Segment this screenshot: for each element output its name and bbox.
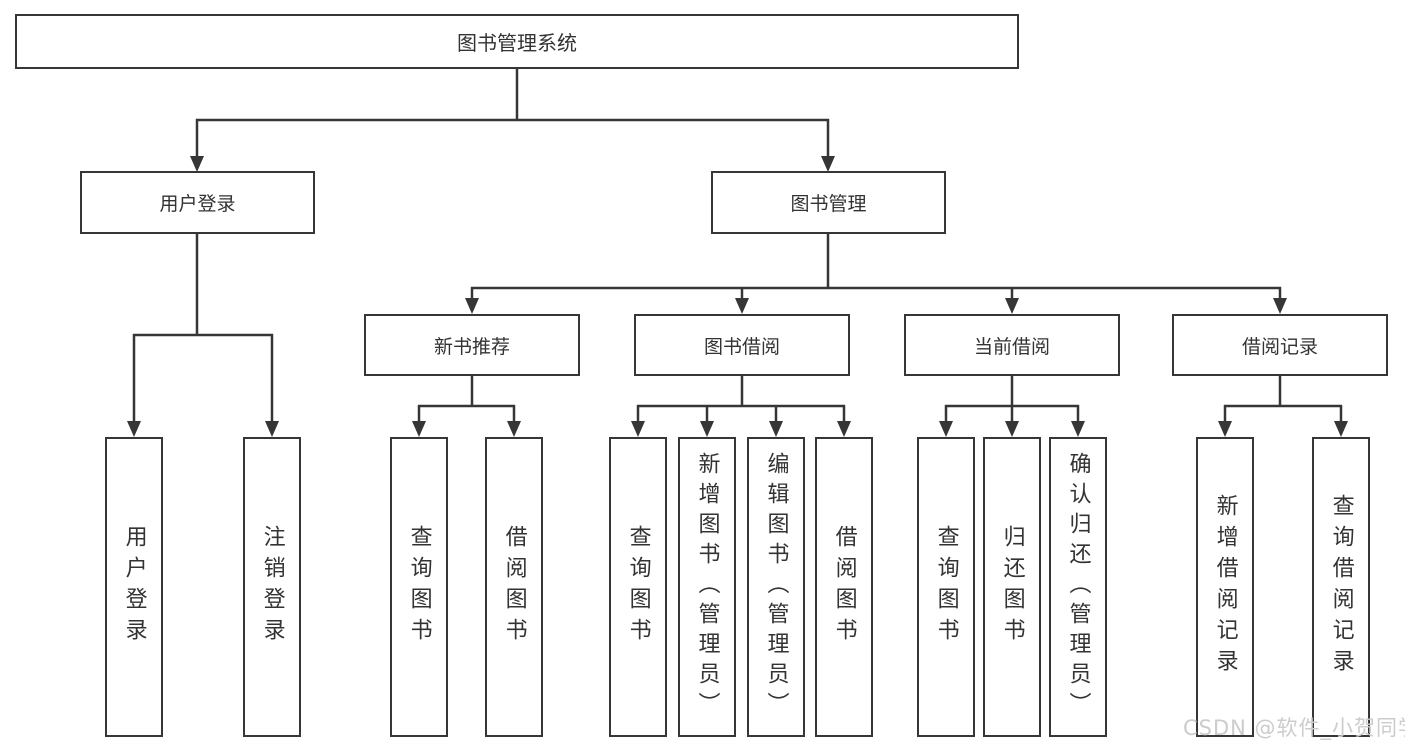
node-label: 确认归还（管理员） (1065, 452, 1091, 722)
node-label: 用户登录 (121, 525, 147, 649)
connector-user-login-children (127, 233, 279, 437)
connector-borrow-records-children (1218, 376, 1348, 437)
node-borrow-books-recommend: 借阅图书 (485, 437, 543, 737)
node-book-management: 图书管理 (711, 171, 946, 234)
connector-current-borrow-children (939, 376, 1085, 437)
node-return-book: 归还图书 (983, 437, 1041, 737)
node-label: 查询图书 (625, 525, 651, 649)
node-add-borrow-record: 新增借阅记录 (1196, 437, 1254, 737)
node-label: 编辑图书（管理员） (763, 452, 789, 722)
node-new-book-recommend: 新书推荐 (364, 314, 580, 376)
node-borrow-books-action: 借阅图书 (815, 437, 873, 737)
node-query-books-current: 查询图书 (917, 437, 975, 737)
node-book-borrow: 图书借阅 (634, 314, 850, 376)
node-label: 借阅记录 (1241, 335, 1318, 358)
node-label: 查询图书 (406, 525, 432, 649)
node-label: 当前借阅 (973, 335, 1050, 358)
node-query-books-recommend: 查询图书 (390, 437, 448, 737)
node-library-management-system: 图书管理系统 (15, 14, 1019, 69)
node-confirm-return-admin: 确认归还（管理员） (1049, 437, 1107, 737)
node-label: 借阅图书 (501, 525, 527, 649)
node-query-books-borrow: 查询图书 (609, 437, 667, 737)
node-label: 新增借阅记录 (1212, 494, 1238, 680)
node-label: 归还图书 (999, 525, 1025, 649)
node-label: 图书借阅 (703, 335, 780, 358)
node-label: 图书管理系统 (457, 31, 577, 55)
watermark-text: CSDN @软件_小贺同学 (1183, 716, 1405, 740)
connector-book-borrow-children (631, 376, 851, 437)
connector-root-to-level2 (190, 68, 835, 172)
node-label: 新增图书（管理员） (694, 452, 720, 722)
connector-new-book-recommend-children (412, 376, 521, 437)
connector-book-management-children (465, 233, 1287, 314)
node-label: 查询借阅记录 (1328, 494, 1354, 680)
node-current-borrow: 当前借阅 (904, 314, 1120, 376)
node-logout-action: 注销登录 (243, 437, 301, 737)
node-label: 查询图书 (933, 525, 959, 649)
node-label: 新书推荐 (433, 335, 510, 358)
node-label: 用户登录 (159, 193, 236, 215)
node-user-login-action: 用户登录 (105, 437, 163, 737)
node-edit-book-admin: 编辑图书（管理员） (747, 437, 805, 737)
node-label: 图书管理 (790, 193, 867, 215)
node-label: 注销登录 (259, 525, 285, 649)
node-label: 借阅图书 (831, 525, 857, 649)
node-borrow-records: 借阅记录 (1172, 314, 1388, 376)
node-query-borrow-record: 查询借阅记录 (1312, 437, 1370, 737)
node-user-login: 用户登录 (80, 171, 315, 234)
node-add-book-admin: 新增图书（管理员） (678, 437, 736, 737)
